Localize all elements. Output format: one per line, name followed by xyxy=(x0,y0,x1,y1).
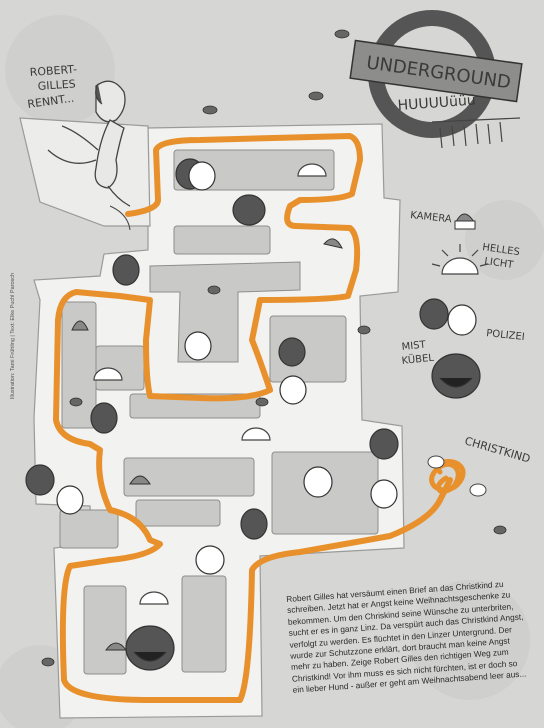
label-dog-3: RENNT... xyxy=(27,92,75,111)
dog-icon xyxy=(47,80,131,207)
camera-icon xyxy=(71,213,476,651)
lamp-icon xyxy=(93,163,489,605)
label-police: POLIZEI xyxy=(486,328,525,343)
credit-line: Illustration: Tami Frühling | Text: Elke… xyxy=(10,272,16,400)
label-dog-2: GILLES xyxy=(37,77,76,93)
christkind-scribble xyxy=(429,459,466,494)
label-sound: HUUUUüüü xyxy=(397,93,476,114)
trash-bin-icon xyxy=(125,353,481,671)
label-light-1: HELLES xyxy=(482,242,521,258)
label-camera: KAMERA xyxy=(410,210,453,225)
label-bin-1: MIST xyxy=(401,339,427,353)
maze-pillars xyxy=(25,158,477,575)
label-dog-1: ROBERT- xyxy=(29,63,77,79)
background-shapes xyxy=(0,15,544,728)
mouse-icon xyxy=(41,29,507,667)
label-bin-2: KÜBEL xyxy=(401,351,435,367)
angel-icon xyxy=(427,455,487,497)
label-light-2: LICHT xyxy=(484,256,515,271)
story-text: Robert Gilles hat versäumt einen Brief a… xyxy=(286,578,527,696)
label-christkind: CHRISTKIND xyxy=(463,434,532,465)
solution-path xyxy=(53,133,453,703)
underground-sign-icon xyxy=(109,10,523,231)
